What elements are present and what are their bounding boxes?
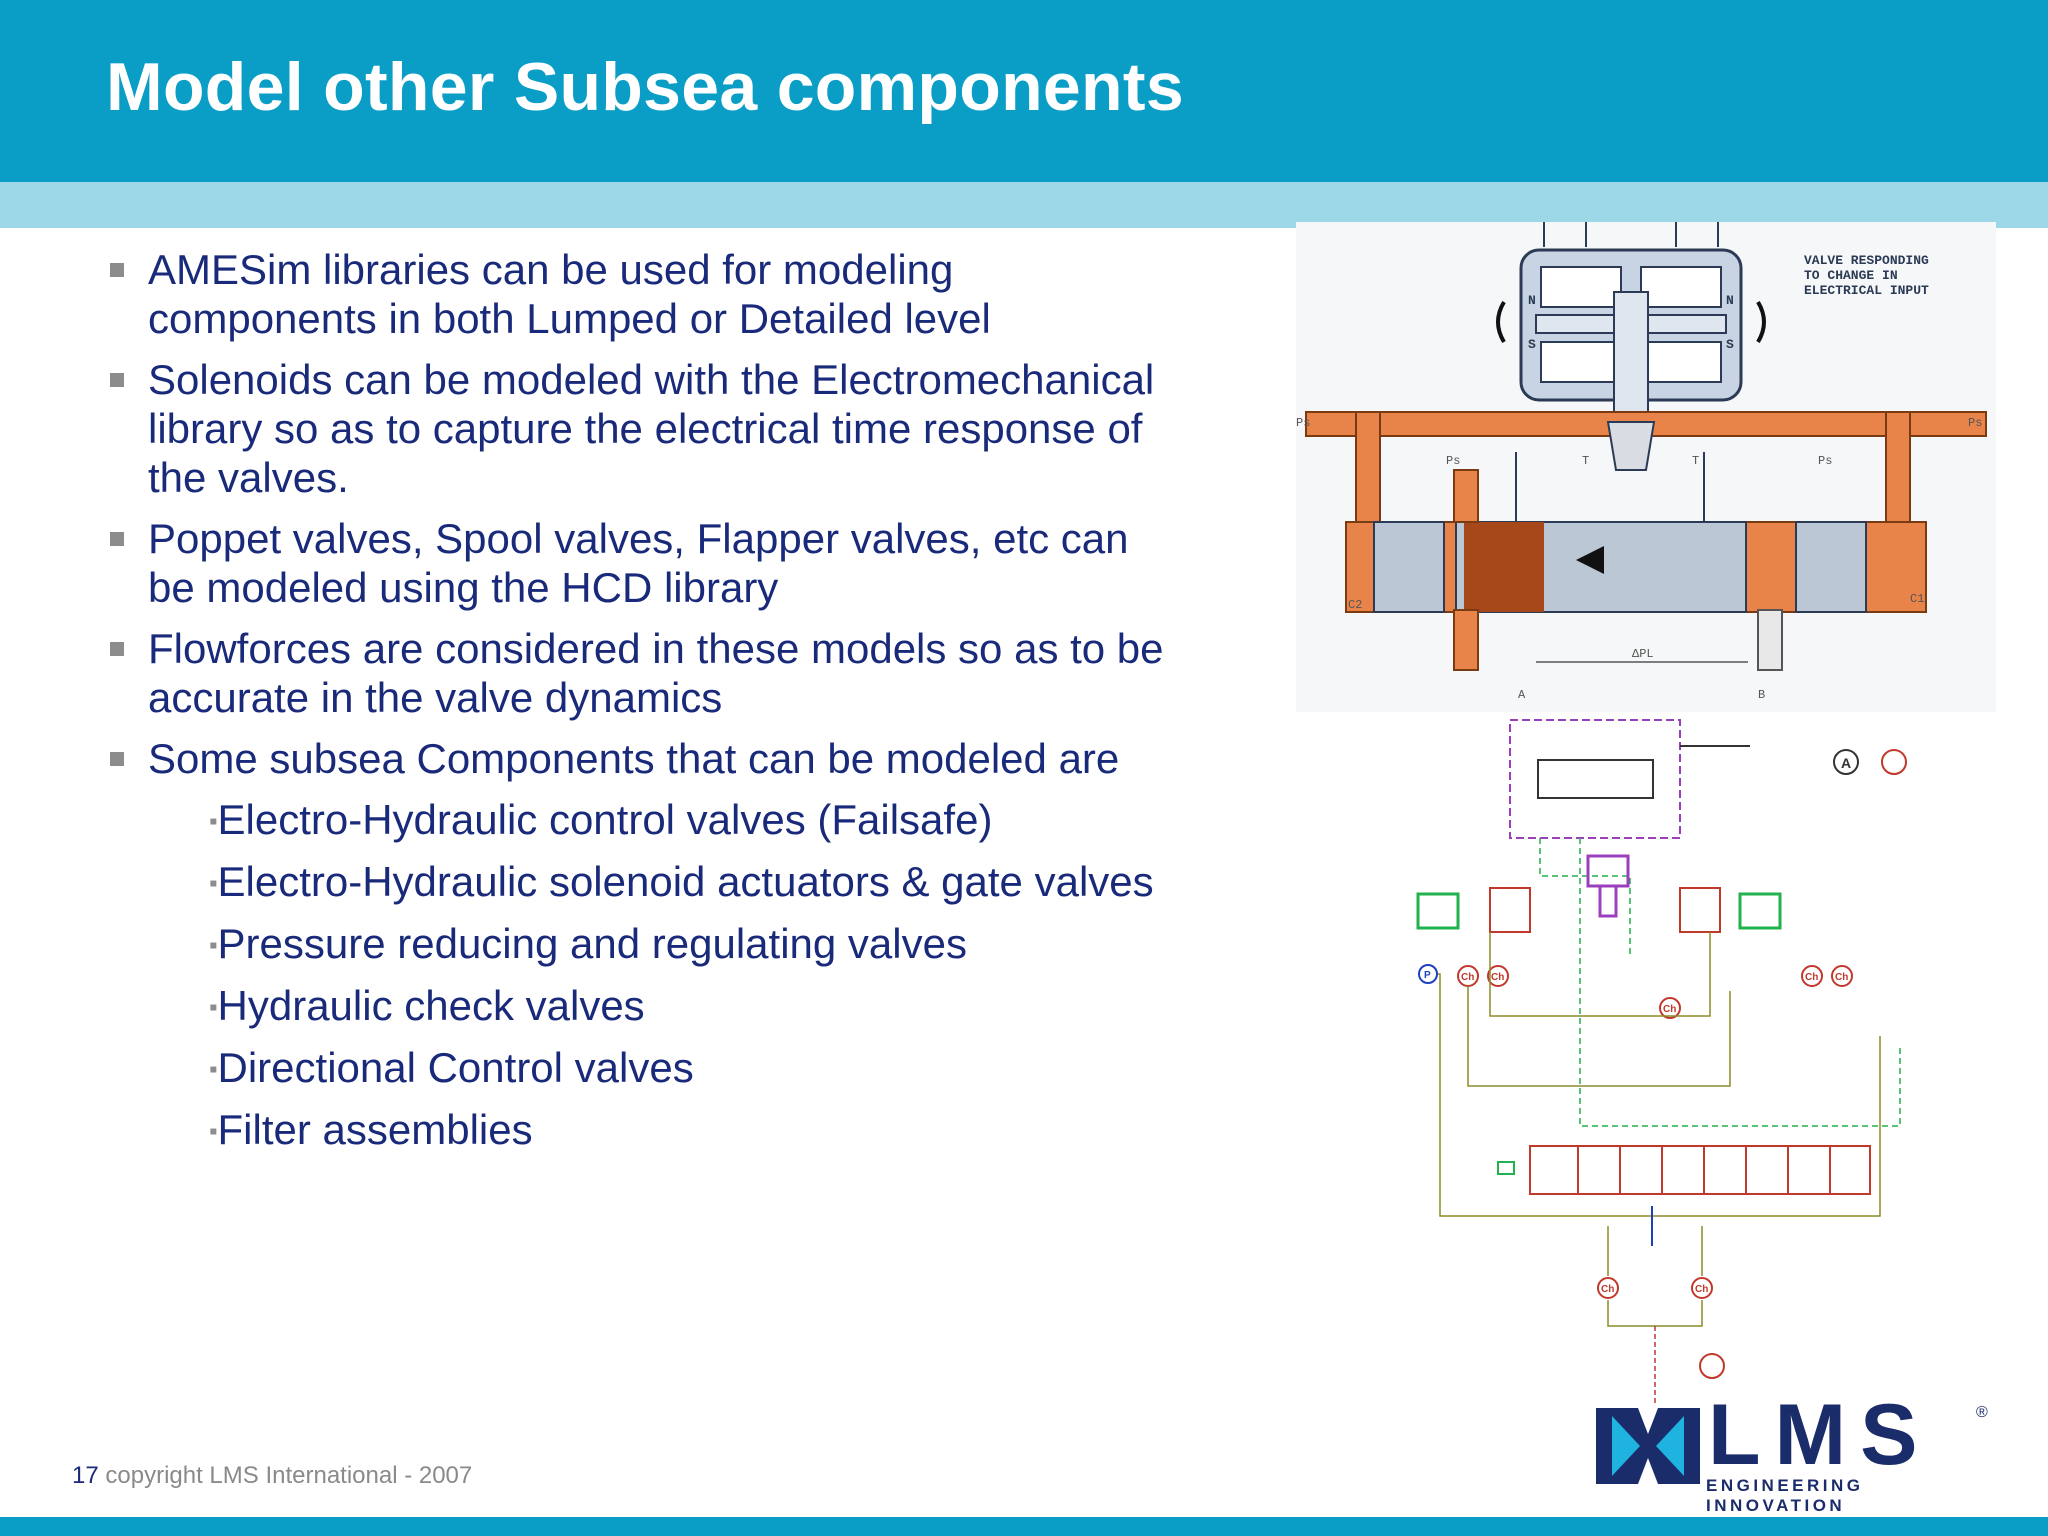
header-strip (0, 182, 2048, 228)
component-item: ▪Filter assemblies (106, 1105, 1186, 1156)
component-item: ▪Electro-Hydraulic solenoid actuators & … (106, 857, 1186, 908)
component-item: ▪Electro-Hydraulic control valves (Fails… (106, 795, 1186, 846)
component-label: Hydraulic check valves (217, 982, 645, 1029)
bullet-item: Some subsea Components that can be model… (106, 734, 1186, 783)
sub-bullet-icon: ▪ (209, 994, 218, 1021)
port-label: C1 (1910, 592, 1924, 606)
port-label: A (1518, 688, 1526, 702)
chamber-label: Ch (1805, 972, 1818, 983)
footer: 17 copyright LMS International - 2007 (72, 1462, 472, 1490)
pole-label: N (1528, 293, 1536, 308)
chamber-label: Ch (1491, 972, 1504, 983)
lms-logo-icon (1596, 1408, 1700, 1484)
bullet-list: AMESim libraries can be used for modelin… (106, 245, 1186, 783)
port-label: Ps (1446, 454, 1460, 468)
port-label: Ps (1968, 416, 1982, 430)
port-label: T (1582, 454, 1589, 468)
component-label: Electro-Hydraulic solenoid actuators & g… (217, 858, 1154, 905)
chamber-label: Ch (1461, 972, 1474, 983)
registered-mark: ® (1976, 1404, 1988, 1421)
sub-bullet-icon: ▪ (209, 870, 218, 897)
pole-label: S (1528, 337, 1536, 352)
ammeter-label: A (1841, 755, 1851, 771)
chamber-label: Ch (1835, 972, 1848, 983)
pressure-drop-label: ΔPL (1632, 647, 1654, 661)
component-item: ▪Pressure reducing and regulating valves (106, 919, 1186, 970)
chamber-label: Ch (1663, 1004, 1676, 1015)
component-label: Electro-Hydraulic control valves (Failsa… (217, 796, 993, 843)
sub-bullet-icon: ▪ (209, 1056, 218, 1083)
component-label: Filter assemblies (217, 1106, 533, 1153)
bullet-item: Solenoids can be modeled with the Electr… (106, 355, 1186, 502)
chamber-label: Ch (1695, 1284, 1708, 1295)
port-label: Ps (1818, 454, 1832, 468)
logo-wordmark: LMS (1708, 1387, 1932, 1483)
port-label: B (1758, 688, 1765, 702)
footer-bar (0, 1517, 2048, 1536)
sub-bullet-icon: ▪ (209, 932, 218, 959)
port-label: C2 (1348, 598, 1362, 612)
component-label: Directional Control valves (217, 1044, 694, 1091)
bullet-item: Flowforces are considered in these model… (106, 624, 1186, 722)
amesim-schematic: A Ch Ch Ch Ch Ch Ch Ch P (1416, 719, 1907, 1406)
pole-label: S (1726, 337, 1734, 352)
valve-annotation-line: ELECTRICAL INPUT (1804, 283, 1929, 298)
pole-label: N (1726, 293, 1734, 308)
content-area: AMESim libraries can be used for modelin… (106, 245, 1186, 1167)
component-item: ▪Directional Control valves (106, 1043, 1186, 1094)
pressure-source-label: P (1424, 970, 1431, 981)
sub-bullet-icon: ▪ (209, 1118, 218, 1145)
port-label: T (1692, 454, 1699, 468)
component-list: ▪Electro-Hydraulic control valves (Fails… (106, 795, 1186, 1156)
sub-bullet-icon: ▪ (209, 808, 218, 835)
bullet-item: AMESim libraries can be used for modelin… (106, 245, 1186, 343)
valve-annotation-line: TO CHANGE IN (1804, 268, 1898, 283)
copyright-text: copyright LMS International - 2007 (105, 1462, 473, 1489)
port-label: Ps (1296, 416, 1310, 430)
component-label: Pressure reducing and regulating valves (217, 920, 967, 967)
logo-tagline: ENGINEERING INNOVATION (1706, 1476, 1864, 1515)
valve-annotation-line: VALVE RESPONDING (1804, 253, 1929, 268)
slide-title: Model other Subsea components (106, 49, 1184, 125)
servo-valve-illustration: N S N S VALVE RESPONDING TO CHANGE IN EL… (1296, 222, 1996, 712)
component-item: ▪Hydraulic check valves (106, 981, 1186, 1032)
header-bar (0, 0, 2048, 182)
chamber-label: Ch (1601, 1284, 1614, 1295)
bullet-item: Poppet valves, Spool valves, Flapper val… (106, 514, 1186, 612)
page-number: 17 (72, 1462, 99, 1489)
lms-logo: LMS ® ENGINEERING INNOVATION (1596, 1387, 1996, 1515)
